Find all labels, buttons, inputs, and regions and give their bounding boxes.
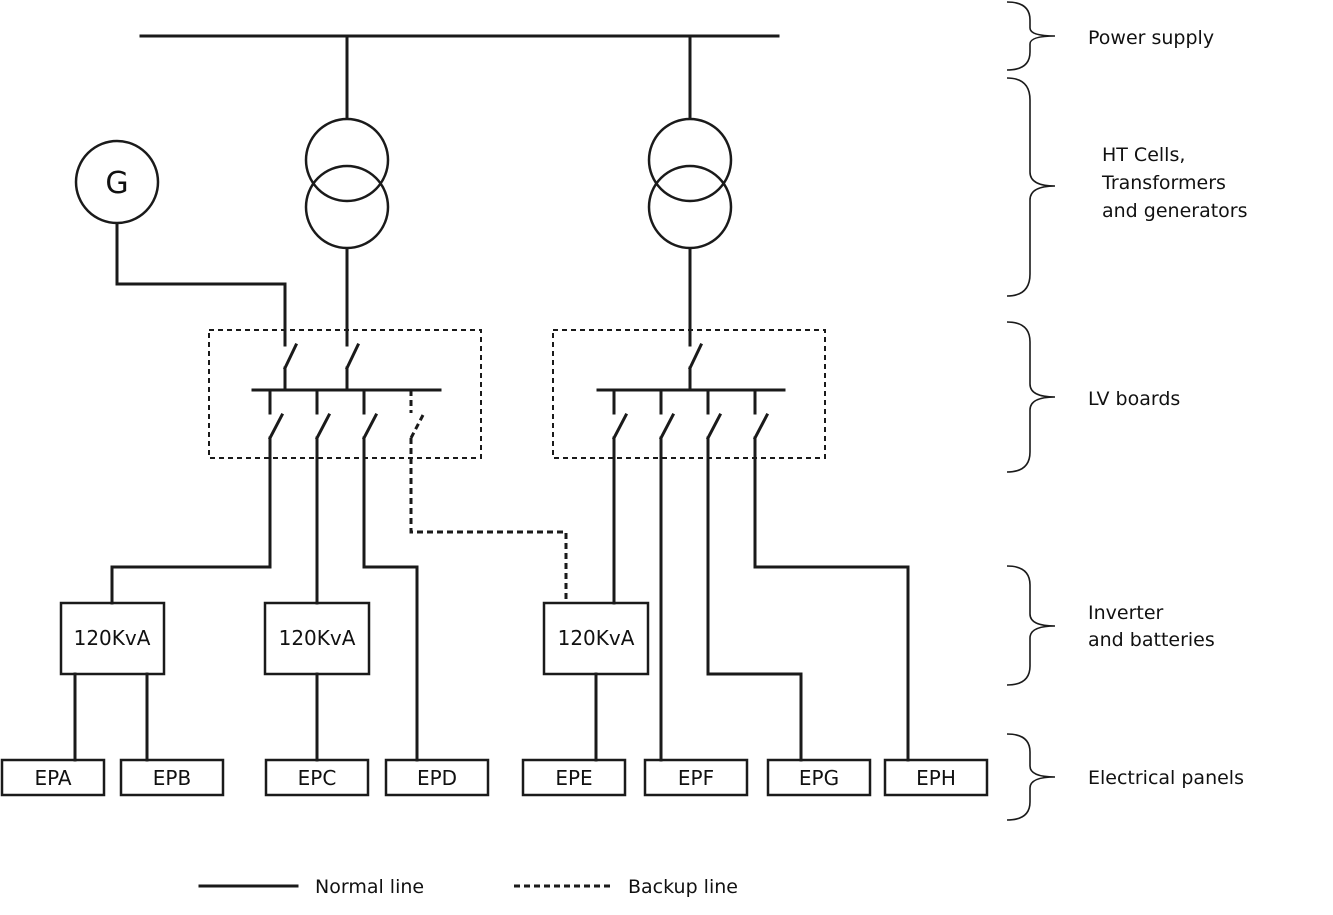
panel-epe: EPE [521, 758, 627, 797]
board-1-outgoing-switches [267, 388, 425, 441]
feeder-eph [753, 436, 910, 762]
panel-epe-label: EPE [555, 766, 592, 790]
feeder-epg [706, 436, 803, 762]
label-ht-line1: HT Cells, [1102, 144, 1185, 166]
label-ht-line3: and generators [1102, 200, 1248, 222]
panel-epc: EPC [264, 758, 370, 797]
board-2-outgoing-switches [611, 388, 770, 441]
feeder-epd [362, 436, 419, 762]
panel-epg-label: EPG [799, 766, 839, 790]
generator-incoming-switch [282, 342, 299, 371]
label-lv-boards: LV boards [1088, 388, 1180, 410]
panel-epa-label: EPA [34, 766, 71, 790]
brace-ht-cells [1006, 77, 1056, 297]
inverter-2: 120KvA [263, 601, 371, 676]
generator: G [74, 139, 160, 225]
transformer-1 [304, 117, 390, 250]
panel-epb-label: EPB [153, 766, 191, 790]
panel-eph-label: EPH [916, 766, 956, 790]
inverter-1: 120KvA [59, 601, 166, 676]
label-inverter-line1: Inverter [1088, 602, 1164, 624]
label-ht-line2: Transformers [1101, 172, 1226, 194]
label-electrical-panels: Electrical panels [1088, 767, 1244, 789]
panel-epf: EPF [643, 758, 749, 797]
brace-inverter [1006, 565, 1056, 686]
feeder-inverter-1 [110, 436, 272, 605]
generator-feed-line [115, 222, 287, 347]
transformer-1-incoming-switch [344, 342, 361, 371]
panel-epg: EPG [766, 758, 872, 797]
inverter-3-label: 120KvA [558, 626, 635, 650]
legend-backup-label: Backup line [628, 876, 738, 898]
inverter-3: 120KvA [542, 601, 650, 676]
label-power-supply: Power supply [1088, 27, 1214, 49]
brace-electrical-panels [1006, 733, 1056, 821]
brace-lv-boards [1006, 321, 1056, 473]
inverter-1-label: 120KvA [74, 626, 151, 650]
panel-epf-label: EPF [678, 766, 714, 790]
panel-epc-label: EPC [298, 766, 337, 790]
brace-power-supply [1006, 1, 1056, 71]
panel-epd: EPD [384, 758, 490, 797]
transformer-2-incoming-switch [687, 342, 704, 371]
panel-eph: EPH [883, 758, 989, 797]
backup-line-to-inverter-3 [409, 438, 568, 603]
legend-normal-label: Normal line [315, 876, 424, 898]
label-inverter-line2: and batteries [1088, 629, 1215, 651]
panel-epd-label: EPD [417, 766, 457, 790]
panel-epb: EPB [119, 758, 225, 797]
lv-board-1 [208, 329, 482, 459]
transformer-2 [647, 117, 733, 250]
lv-board-2 [552, 329, 826, 459]
inverter-2-label: 120KvA [279, 626, 356, 650]
legend: Normal line Backup line [198, 876, 738, 898]
panel-epa: EPA [0, 758, 106, 797]
generator-symbol: G [105, 166, 128, 201]
